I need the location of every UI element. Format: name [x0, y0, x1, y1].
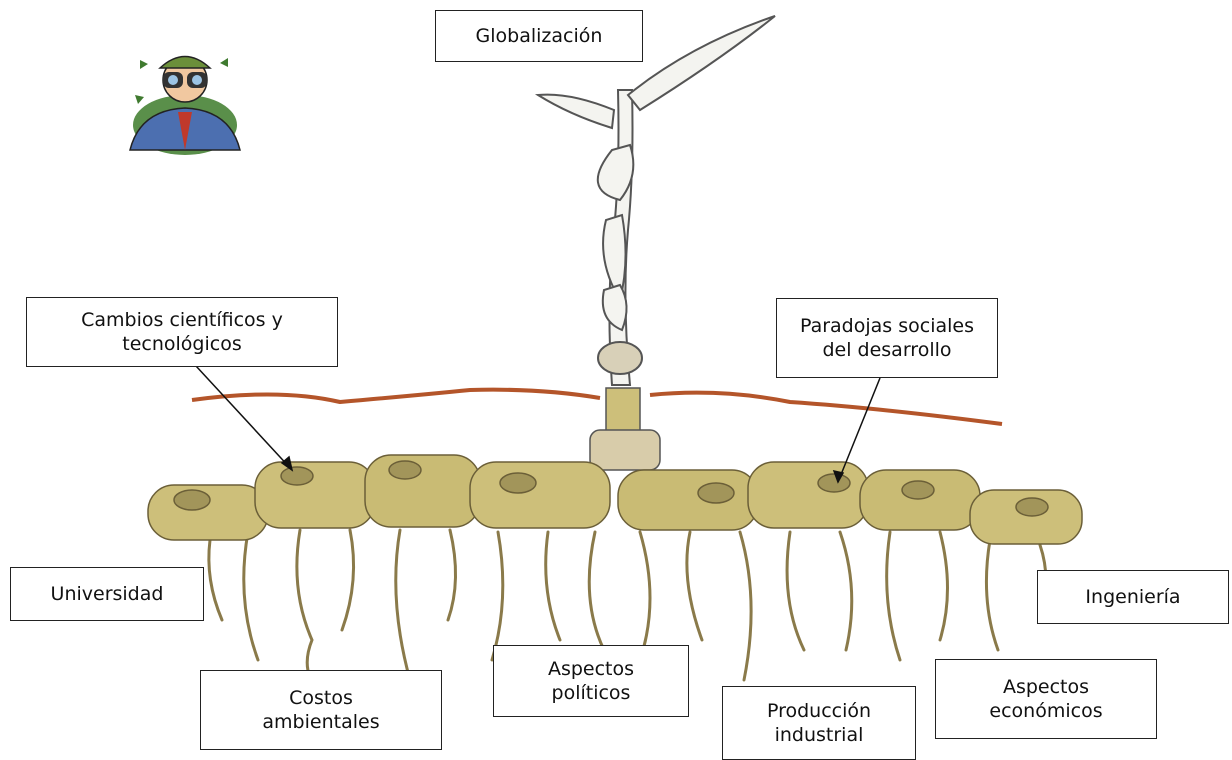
label-aspectos-economicos: Aspectos económicos [935, 659, 1157, 739]
arrow-paradojas [838, 378, 880, 482]
soil-line [192, 390, 1002, 424]
label-ingenieria: Ingeniería [1037, 570, 1229, 624]
label-aspectos-politicos: Aspectos políticos [493, 645, 689, 717]
man-with-binoculars-icon [130, 57, 240, 156]
stem-base-icon [590, 388, 660, 470]
label-produccion-industrial: Producción industrial [722, 686, 916, 760]
label-costos-ambientales: Costos ambientales [200, 670, 442, 750]
arrow-cambios [196, 366, 292, 470]
plant-stem-icon [538, 16, 775, 385]
label-universidad: Universidad [10, 567, 204, 621]
label-globalizacion: Globalización [435, 10, 643, 62]
label-paradojas-sociales: Paradojas sociales del desarrollo [776, 298, 998, 378]
label-cambios-cientificos: Cambios científicos y tecnológicos [26, 297, 338, 367]
